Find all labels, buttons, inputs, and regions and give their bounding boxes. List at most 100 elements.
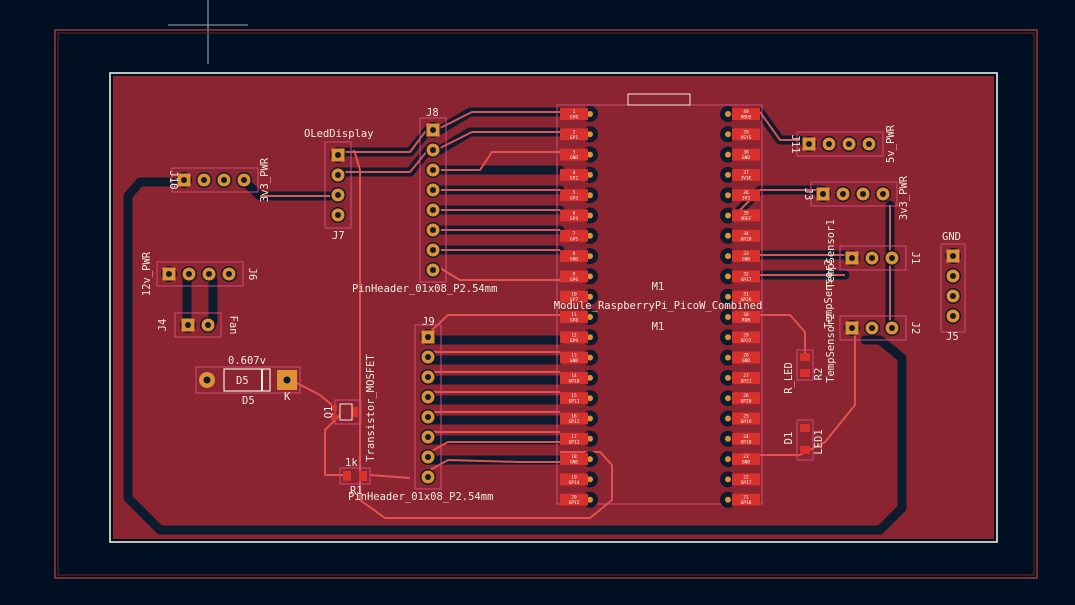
- module-pin-pad[interactable]: [560, 168, 588, 181]
- module-pin-pad[interactable]: [560, 432, 588, 445]
- module-pin-number: 28: [743, 353, 749, 359]
- module-pin-pad[interactable]: [732, 493, 760, 506]
- module-pin-pad[interactable]: [732, 351, 760, 364]
- header-j4-fan[interactable]: [174, 312, 222, 338]
- module-pin-pad[interactable]: [560, 493, 588, 506]
- module-pin-pad[interactable]: [560, 148, 588, 161]
- module-pin-name: GP14: [569, 480, 580, 486]
- module-pin-pad[interactable]: [732, 311, 760, 323]
- module-pin-pad[interactable]: [732, 108, 760, 120]
- module-pin-pad[interactable]: [732, 189, 760, 202]
- module-pin-name: GP13: [569, 439, 580, 445]
- module-pin-pad[interactable]: [732, 290, 760, 303]
- module-pin-pad[interactable]: [560, 270, 588, 283]
- module-pin-pad[interactable]: [560, 351, 588, 364]
- module-pin-pad[interactable]: [560, 311, 588, 323]
- module-pin-pad[interactable]: [560, 412, 588, 425]
- module-pin-pad[interactable]: [560, 250, 588, 263]
- module-pin-pad[interactable]: [560, 371, 588, 384]
- header-j2-tempsensor2[interactable]: [839, 315, 907, 341]
- header-pin-drill: [185, 322, 191, 328]
- module-pin-name: GP5: [570, 236, 578, 242]
- header-j8[interactable]: [419, 117, 447, 283]
- module-pin-drill: [587, 171, 593, 178]
- module-pin-pad[interactable]: [732, 473, 760, 486]
- header-j1-tempsensor1[interactable]: [839, 245, 907, 271]
- module-pin-pad[interactable]: [560, 453, 588, 466]
- module-pin-pad[interactable]: [560, 229, 588, 242]
- header-j3[interactable]: [810, 181, 898, 207]
- module-m1[interactable]: 1GP02GP13GND4GP25GP36GP47GP58GND9GP610GP…: [556, 93, 763, 508]
- module-pin-pad[interactable]: [732, 392, 760, 405]
- header-pin-drill: [425, 414, 431, 420]
- header-pin-drill: [860, 191, 866, 197]
- module-pin-pad[interactable]: [732, 412, 760, 425]
- module-pin-number: 4: [573, 170, 576, 176]
- power-3v3-left-label: 3v3_PWR: [259, 157, 271, 202]
- header-j5-gnd[interactable]: [940, 243, 966, 333]
- header-j10[interactable]: [171, 167, 259, 193]
- transistor-value-label: Transistor_MOSFET: [365, 354, 377, 462]
- module-pin-pad[interactable]: [732, 453, 760, 466]
- header-j11[interactable]: [796, 131, 884, 157]
- header-j7-oled[interactable]: [324, 141, 352, 229]
- resistor-r1[interactable]: [339, 467, 371, 485]
- module-pin-drill: [587, 476, 593, 483]
- module-pin-pad[interactable]: [560, 331, 588, 344]
- module-pin-name: GND: [570, 358, 578, 364]
- diode-d5[interactable]: [195, 366, 301, 394]
- module-pin-name: GP6: [570, 277, 578, 283]
- module-pin-drill: [725, 334, 731, 341]
- module-pin-name: GP10: [569, 378, 580, 384]
- module-pin-drill: [587, 192, 593, 199]
- header-j9[interactable]: [414, 324, 442, 490]
- module-pin-drill: [725, 354, 731, 361]
- d5-ref-label: D5: [242, 395, 255, 407]
- module-pin-name: GP27: [741, 277, 752, 283]
- module-pin-pad[interactable]: [732, 168, 760, 181]
- module-pin-number: 2: [573, 129, 576, 135]
- module-pin-drill: [587, 374, 593, 381]
- module-pin-name: VREF: [741, 216, 752, 222]
- header-pin-drill: [335, 212, 341, 218]
- module-pin-name: 3V3: [742, 196, 750, 202]
- module-pin-drill: [587, 111, 593, 117]
- cathode-label: K: [284, 391, 291, 403]
- header-pin-drill: [181, 177, 187, 183]
- module-pin-number: 3: [573, 150, 576, 156]
- module-pin-pad[interactable]: [560, 108, 588, 120]
- module-pin-drill: [587, 151, 593, 158]
- module-pin-number: 26: [743, 393, 749, 399]
- header-pin-drill: [950, 253, 956, 259]
- module-pin-pad[interactable]: [560, 209, 588, 222]
- module-pin-pad[interactable]: [732, 128, 760, 141]
- mosfet-q1[interactable]: [331, 399, 362, 425]
- module-pin-pad[interactable]: [732, 229, 760, 242]
- resistor-r2[interactable]: [796, 349, 814, 381]
- tempsensor2-label-2: TempSensor2: [825, 313, 837, 383]
- module-pin-pad[interactable]: [560, 392, 588, 405]
- header-pin-drill: [849, 325, 855, 331]
- header-pin-drill: [846, 141, 852, 147]
- module-pin-number: 16: [571, 414, 577, 420]
- module-pin-drill: [587, 293, 593, 300]
- module-pin-pad[interactable]: [732, 209, 760, 222]
- d1-ref-label: D1: [783, 432, 795, 445]
- module-pin-pad[interactable]: [560, 189, 588, 202]
- module-pin-pad[interactable]: [732, 371, 760, 384]
- module-pin-pad[interactable]: [560, 290, 588, 303]
- module-pin-pad[interactable]: [560, 128, 588, 141]
- module-pin-pad[interactable]: [732, 270, 760, 283]
- module-pin-pad[interactable]: [560, 473, 588, 486]
- module-pin-number: 33: [743, 251, 749, 257]
- led-d1[interactable]: [796, 419, 814, 461]
- module-pin-pad[interactable]: [732, 331, 760, 344]
- module-pin-drill: [725, 476, 731, 483]
- module-pin-pad[interactable]: [732, 432, 760, 445]
- header-j6[interactable]: [156, 261, 244, 287]
- header-pin-drill: [869, 255, 875, 261]
- module-pin-pad[interactable]: [732, 148, 760, 161]
- module-pin-drill: [587, 212, 593, 219]
- module-pin-pad[interactable]: [732, 250, 760, 263]
